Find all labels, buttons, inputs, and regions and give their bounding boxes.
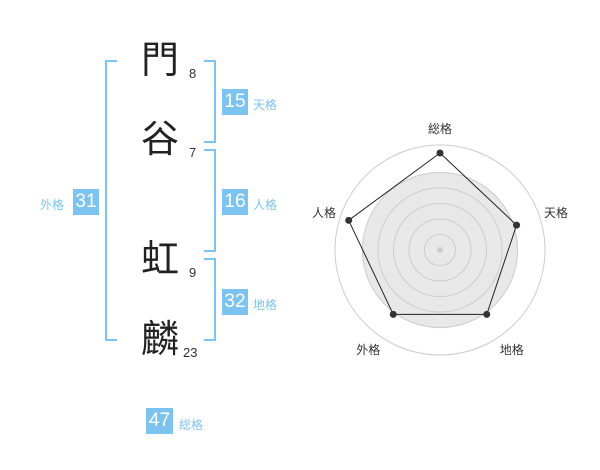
name-char-4: 麟	[141, 317, 180, 361]
gaikaku-value: 31	[73, 189, 99, 215]
radar-axis-label: 外格	[356, 342, 381, 357]
radar-grid-ring	[392, 202, 488, 298]
radar-grid-ring	[423, 233, 457, 267]
chikaku-value: 32	[222, 289, 248, 315]
radar-point-2	[513, 221, 521, 229]
radar-point-5	[345, 216, 353, 224]
radar-axis-label: 地格	[499, 342, 524, 357]
radar-grid-ring	[377, 187, 503, 313]
radar-axis-label: 総格	[428, 122, 453, 136]
name-char-2: 谷	[141, 117, 180, 161]
jinkaku-bracket	[204, 149, 216, 252]
stroke-count-2: 7	[189, 145, 197, 160]
gaikaku-bracket	[105, 60, 117, 341]
jinkaku-label: 人格	[253, 198, 278, 212]
soukaku-label: 総格	[179, 418, 204, 432]
stroke-count-1: 8	[189, 66, 197, 81]
radar-series-polygon	[348, 152, 518, 315]
name-char-1: 門	[141, 38, 180, 82]
stroke-count-4: 23	[183, 345, 198, 360]
radar-outer-ring	[334, 144, 546, 356]
soukaku-value: 47	[146, 408, 173, 434]
radar-axis-label: 人格	[311, 206, 336, 221]
tenkaku-value: 15	[222, 89, 248, 115]
stroke-count-3: 9	[189, 265, 197, 280]
radar-point-1	[436, 149, 444, 157]
gaikaku-label: 外格	[40, 198, 65, 212]
radar-grid-ring	[408, 218, 472, 282]
chikaku-bracket	[204, 258, 216, 341]
tenkaku-label: 天格	[253, 98, 278, 112]
radar-point-3	[483, 310, 491, 318]
jinkaku-value: 16	[222, 189, 248, 215]
radar-center-dot	[437, 247, 443, 253]
tenkaku-bracket	[204, 60, 216, 143]
name-char-3: 虹	[141, 237, 180, 281]
chikaku-label: 地格	[253, 298, 278, 312]
radar-axis-label: 天格	[544, 206, 569, 221]
radar-point-4	[389, 310, 397, 318]
